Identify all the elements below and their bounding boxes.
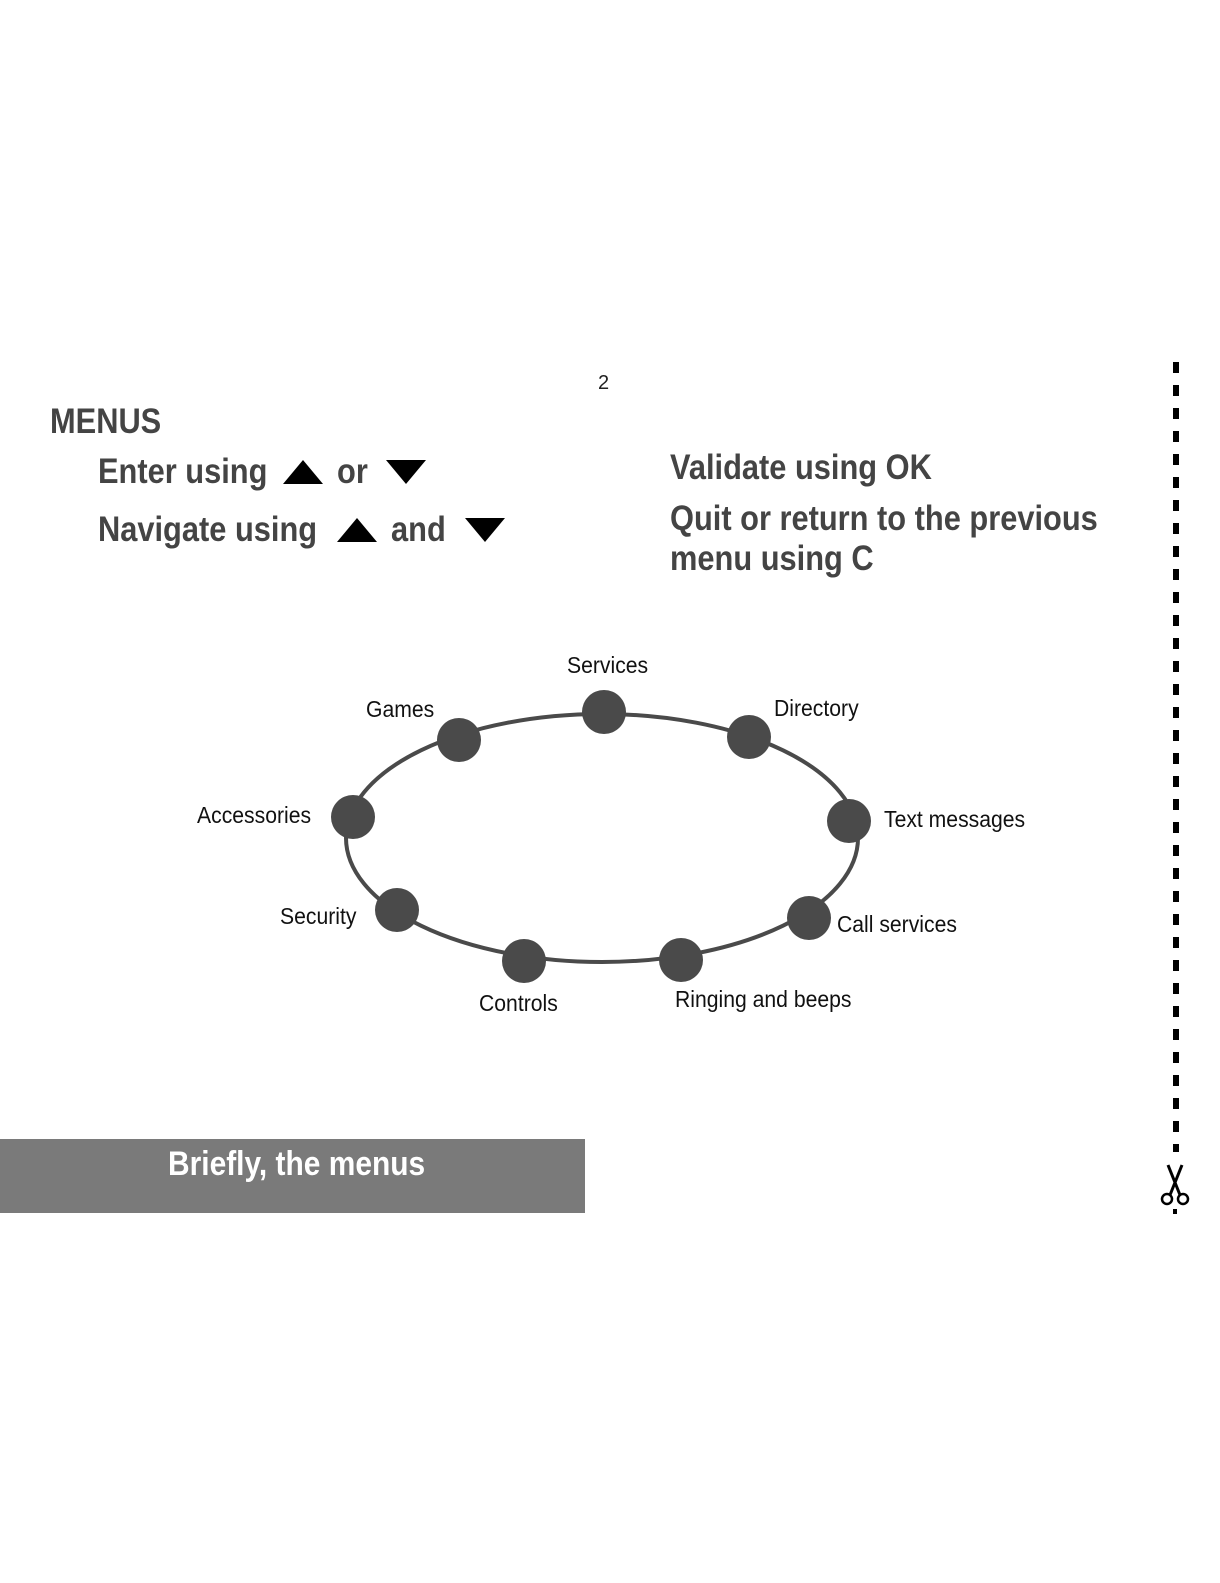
menu-label-accessories: Accessories [197,802,311,829]
section-banner-title: Briefly, the menus [168,1145,425,1184]
menu-node-games [437,718,481,762]
menu-label-call-services: Call services [837,911,957,938]
scissors-icon [1158,1163,1192,1215]
dashed-cut-line [1173,362,1179,1152]
menu-label-ringing-and-beeps: Ringing and beeps [675,986,851,1013]
menu-ring [346,714,858,962]
menu-label-directory: Directory [774,695,859,722]
menu-label-controls: Controls [479,990,558,1017]
menu-node-directory [727,715,771,759]
menu-node-call-services [787,896,831,940]
menu-node-ringing-and-beeps [659,938,703,982]
menu-label-security: Security [280,903,356,930]
menu-node-accessories [331,795,375,839]
menu-label-games: Games [366,696,434,723]
menu-label-text-messages: Text messages [884,806,1025,833]
menu-node-security [375,888,419,932]
menu-node-text-messages [827,799,871,843]
menu-node-services [582,690,626,734]
menu-node-controls [502,939,546,983]
menu-label-services: Services [567,652,648,679]
